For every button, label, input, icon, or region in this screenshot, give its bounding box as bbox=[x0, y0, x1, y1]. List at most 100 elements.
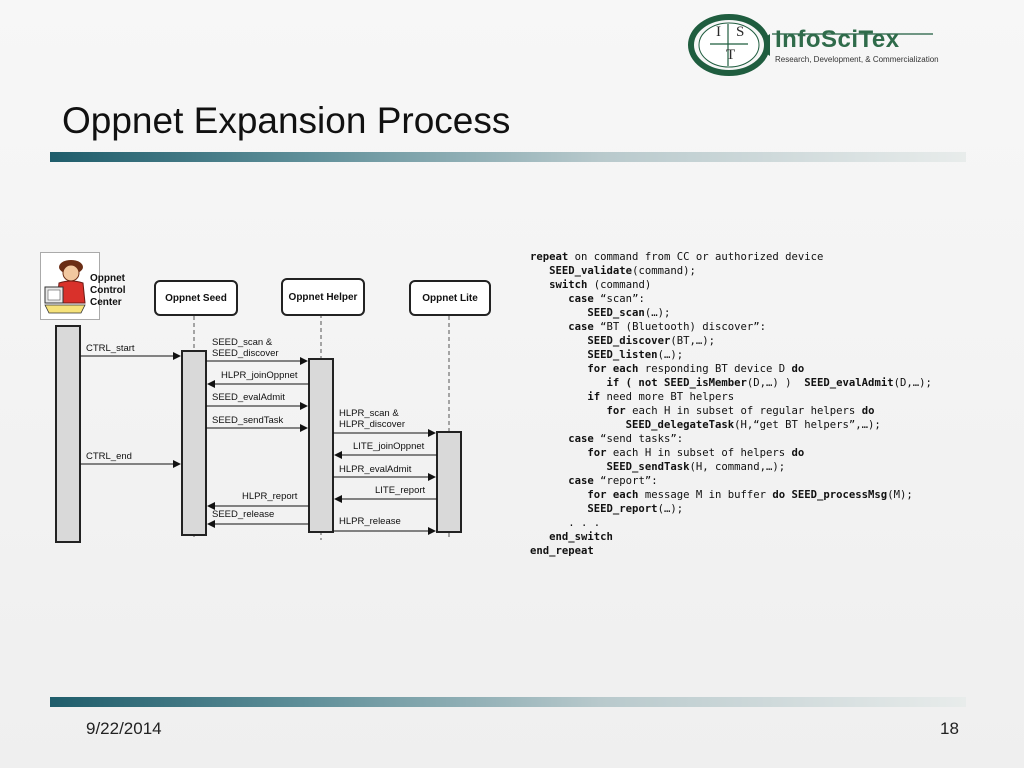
code-keyword: case bbox=[568, 293, 594, 305]
code-keyword: repeat bbox=[530, 251, 569, 263]
msg-seed-scan: SEED_scan & SEED_discover bbox=[212, 337, 279, 359]
code-keyword: SEED_delegateTask bbox=[625, 419, 735, 431]
code-text bbox=[530, 265, 549, 277]
control-center-operator-icon bbox=[40, 252, 100, 320]
pseudocode-line: SEED_report(…); bbox=[530, 502, 1010, 516]
code-text bbox=[530, 503, 587, 515]
pseudocode-line: . . . bbox=[530, 516, 1010, 530]
code-keyword: if bbox=[587, 391, 601, 403]
code-keyword: SEED_report bbox=[587, 503, 658, 515]
pseudocode-line: if need more BT helpers bbox=[530, 390, 1010, 404]
code-text: (BT,…); bbox=[670, 335, 715, 347]
pseudocode-line: for each message M in buffer do SEED_pro… bbox=[530, 488, 1010, 502]
code-text: “BT (Bluetooth) discover”: bbox=[593, 321, 767, 333]
logo-letter-i: I bbox=[716, 24, 721, 40]
code-text: “report”: bbox=[593, 475, 658, 487]
page-number: 18 bbox=[940, 719, 959, 738]
logo-emblem-icon bbox=[688, 14, 933, 76]
msg-lite-join: LITE_joinOppnet bbox=[353, 441, 425, 452]
code-text bbox=[530, 391, 587, 403]
code-text: (command) bbox=[587, 279, 652, 291]
code-keyword: case bbox=[568, 433, 594, 445]
msg-hlpr-scan-line: HLPR_discover bbox=[339, 419, 405, 430]
msg-hlpr-release: HLPR_release bbox=[339, 516, 401, 527]
code-text bbox=[530, 475, 568, 487]
pseudocode-line: SEED_scan(…); bbox=[530, 306, 1010, 320]
code-text: “send tasks”: bbox=[593, 433, 684, 445]
code-text bbox=[530, 489, 587, 501]
code-text: (H, command,…); bbox=[689, 461, 786, 473]
msg-hlpr-join: HLPR_joinOppnet bbox=[221, 370, 298, 381]
code-text bbox=[530, 335, 587, 347]
code-text: responding BT device D bbox=[638, 363, 792, 375]
code-keyword: SEED_sendTask bbox=[606, 461, 690, 473]
code-keyword: SEED_listen bbox=[587, 349, 658, 361]
code-text bbox=[530, 433, 568, 445]
logo-tagline: Research, Development, & Commercializati… bbox=[775, 55, 939, 64]
msg-seed-scan-line: SEED_discover bbox=[212, 348, 279, 359]
code-text: message M in buffer bbox=[638, 489, 773, 501]
actor-oppnet-seed: Oppnet Seed bbox=[154, 280, 238, 316]
code-text bbox=[530, 419, 626, 431]
actor-oppnet-helper: Oppnet Helper bbox=[281, 278, 365, 316]
pseudocode-line: switch (command) bbox=[530, 278, 1010, 292]
code-text: “scan”: bbox=[593, 293, 645, 305]
code-text bbox=[530, 321, 568, 333]
msg-ctrl-start: CTRL_start bbox=[86, 343, 135, 354]
code-text: (…); bbox=[644, 307, 671, 319]
pseudocode-block: repeat on command from CC or authorized … bbox=[530, 250, 1010, 558]
code-text: each H in subset of regular helpers bbox=[625, 405, 862, 417]
pseudocode-line: case “BT (Bluetooth) discover”: bbox=[530, 320, 1010, 334]
code-keyword: SEED_scan bbox=[587, 307, 645, 319]
code-text bbox=[530, 377, 607, 389]
control-center-label-line: Oppnet bbox=[90, 273, 125, 284]
code-keyword: end_repeat bbox=[530, 545, 594, 557]
code-text: (command); bbox=[632, 265, 696, 277]
code-text bbox=[530, 531, 549, 543]
pseudocode-line: for each H in subset of helpers do bbox=[530, 446, 1010, 460]
code-text: (D,…) ) bbox=[746, 377, 805, 389]
code-text bbox=[530, 293, 568, 305]
code-keyword: case bbox=[568, 321, 594, 333]
logo-letter-s: S bbox=[736, 24, 745, 40]
pseudocode-line: SEED_discover(BT,…); bbox=[530, 334, 1010, 348]
code-keyword: do SEED_processMsg bbox=[772, 489, 888, 501]
control-center-label: Oppnet Control Center bbox=[90, 273, 126, 309]
pseudocode-line: SEED_validate(command); bbox=[530, 264, 1010, 278]
code-text: (…); bbox=[657, 349, 684, 361]
code-keyword: SEED_evalAdmit bbox=[804, 377, 894, 389]
code-keyword: for each bbox=[587, 489, 639, 501]
pseudocode-line: end_switch bbox=[530, 530, 1010, 544]
pseudocode-line: end_repeat bbox=[530, 544, 1010, 558]
code-keyword: switch bbox=[549, 279, 588, 291]
pseudocode-line: if ( not SEED_isMember(D,…) ) SEED_evalA… bbox=[530, 376, 1010, 390]
slide-title: Oppnet Expansion Process bbox=[62, 100, 511, 141]
code-text bbox=[530, 363, 587, 375]
msg-hlpr-report: HLPR_report bbox=[242, 491, 298, 502]
code-keyword: SEED_validate bbox=[549, 265, 633, 277]
code-keyword: do bbox=[861, 405, 875, 417]
code-keyword: for bbox=[587, 447, 607, 459]
pseudocode-line: case “scan”: bbox=[530, 292, 1010, 306]
control-center-label-line: Control bbox=[90, 285, 126, 296]
code-keyword: case bbox=[568, 475, 594, 487]
msg-hlpr-scan-line: HLPR_scan & bbox=[339, 408, 399, 419]
msg-hlpr-scan: HLPR_scan & HLPR_discover bbox=[339, 408, 405, 430]
code-keyword: for each bbox=[587, 363, 639, 375]
code-text: need more BT helpers bbox=[600, 391, 735, 403]
code-keyword: SEED_discover bbox=[587, 335, 671, 347]
title-divider bbox=[50, 152, 966, 162]
code-keyword: if ( not SEED_isMember bbox=[606, 377, 747, 389]
code-keyword: do bbox=[791, 363, 805, 375]
sequence-diagram: Oppnet Control Center Oppnet Seed Oppnet… bbox=[38, 248, 491, 548]
code-text bbox=[530, 307, 587, 319]
logo-name: InfoSciTex bbox=[775, 26, 900, 53]
company-logo bbox=[688, 14, 938, 76]
msg-seed-release: SEED_release bbox=[212, 509, 275, 520]
logo-letter-t: T bbox=[726, 47, 736, 63]
code-text: (…); bbox=[657, 503, 684, 515]
code-text: . . . bbox=[530, 517, 601, 529]
code-text: (H,“get BT helpers”,…); bbox=[734, 419, 881, 431]
pseudocode-line: for each responding BT device D do bbox=[530, 362, 1010, 376]
